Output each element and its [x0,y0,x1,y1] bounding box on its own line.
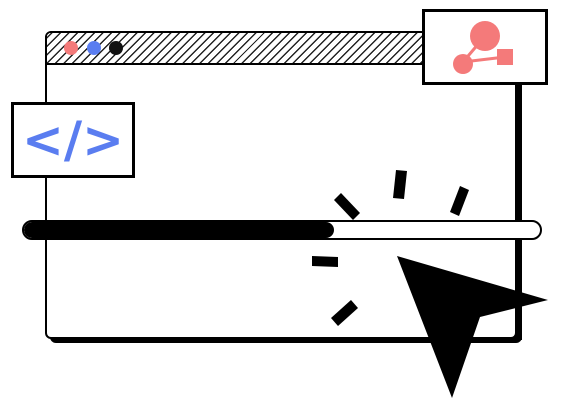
code-icon: </> [21,111,125,169]
progress-bar-fill [24,222,334,238]
network-nodes-icon [453,21,513,74]
network-card-connector [518,84,522,340]
network-node-large [470,21,500,51]
network-node-square [497,49,513,65]
blue-dot-icon [87,41,101,55]
network-node-small [453,54,473,74]
network-card [422,9,548,85]
black-dot-icon [109,41,123,55]
red-dot-icon [64,41,78,55]
code-card: </> [11,102,135,178]
progress-bar [22,220,542,240]
